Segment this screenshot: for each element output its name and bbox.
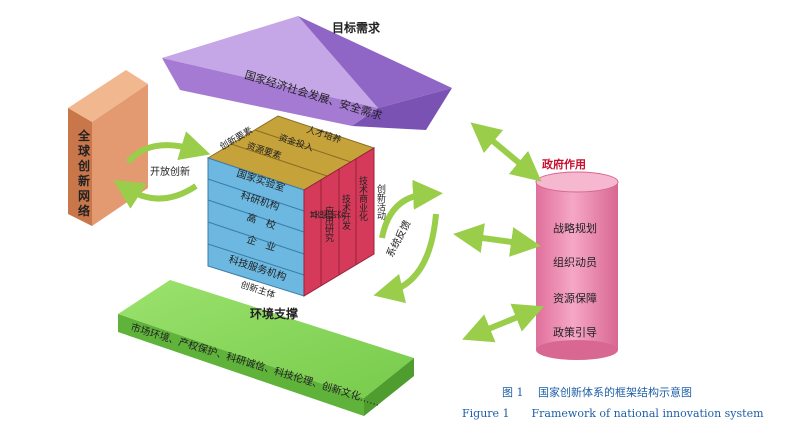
feedback-cycle: 系统反馈 bbox=[373, 179, 443, 304]
cube-side-col: 应用研究 bbox=[323, 205, 334, 243]
environment-title: 环境支撑 bbox=[250, 306, 298, 321]
government-cylinder: 政府作用 战略规划 组织动员 资源保障 政策引导 bbox=[535, 157, 619, 360]
government-item: 组织动员 bbox=[553, 255, 597, 269]
network-char: 网 bbox=[78, 189, 90, 203]
cube-side-label: 创新活动 bbox=[375, 183, 386, 221]
innovation-cube: 创新要素 资源要素 资金投入 人才培养 国家实验室 科研机构 高 校 企 业 科… bbox=[206, 115, 386, 301]
open-innovation-cycle: 开放创新 bbox=[113, 131, 211, 209]
goal-government-arrow bbox=[470, 122, 542, 182]
cube-side-col: 技术开发 bbox=[340, 193, 351, 231]
network-char: 球 bbox=[78, 143, 91, 158]
network-char: 络 bbox=[78, 203, 90, 218]
cube-government-arrow bbox=[453, 223, 541, 257]
goal-title: 目标需求 bbox=[332, 20, 381, 35]
network-char: 新 bbox=[78, 173, 90, 188]
government-title: 政府作用 bbox=[542, 157, 586, 171]
global-network-block: 全 球 创 新 网 络 bbox=[68, 70, 148, 226]
goal-roof: 目标需求 国家经济社会发展、安全需求 bbox=[162, 16, 452, 130]
government-links bbox=[453, 122, 544, 343]
environment-government-arrow bbox=[462, 303, 544, 343]
caption-en: Figure 1 Framework of national innovatio… bbox=[462, 407, 764, 420]
cube-side-col: 基础研究 bbox=[309, 211, 347, 222]
caption-cn: 图 1 国家创新体系的框架结构示意图 bbox=[502, 385, 692, 399]
network-char: 创 bbox=[77, 158, 90, 173]
global-network-text: 全 球 创 新 网 络 bbox=[77, 128, 94, 218]
cube-side-col: 技术商业化 bbox=[357, 175, 368, 222]
government-item: 资源保障 bbox=[553, 291, 597, 305]
government-item: 政策引导 bbox=[553, 325, 597, 339]
environment-slab: 环境支撑 市场环境、产权保护、科研诚信、科技伦理、创新文化…… bbox=[118, 280, 414, 416]
network-char: 全 bbox=[77, 128, 91, 143]
open-innovation-label: 开放创新 bbox=[150, 165, 190, 178]
government-item: 战略规划 bbox=[553, 221, 597, 235]
